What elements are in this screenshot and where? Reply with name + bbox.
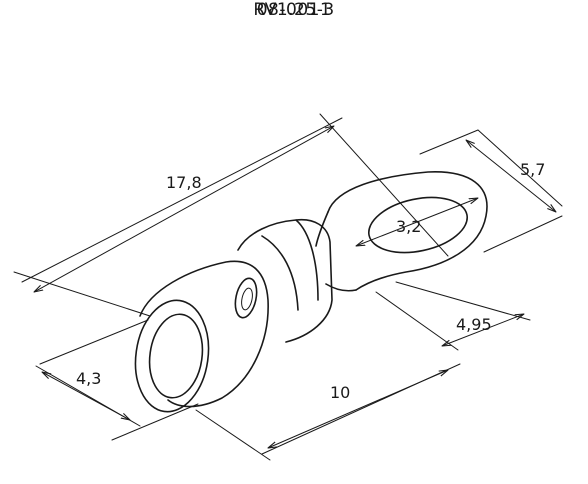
front-collar [139, 260, 269, 408]
model-code: RV1.25-3 [253, 0, 335, 20]
sleeve-seam [295, 219, 319, 301]
dim-tongue-length: 4,95 [456, 315, 492, 334]
dim-sleeve-diameter: 4,3 [76, 369, 101, 388]
inspection-hole [234, 277, 258, 319]
dim-stud-hole: 3,2 [396, 217, 421, 236]
dimensions: 17,8 5,7 3,2 4,95 10 4,3 [13, 113, 563, 461]
dim-sleeve-length: 10 [330, 383, 350, 402]
dim-ring-width: 5,7 [520, 160, 545, 179]
entry-bore [148, 313, 204, 399]
entry-rim [134, 299, 210, 413]
dim-total-length: 17,8 [166, 173, 202, 192]
tongue-neck [315, 211, 357, 292]
ring-terminal [134, 171, 488, 413]
part-number: 08-0011 [256, 0, 332, 20]
